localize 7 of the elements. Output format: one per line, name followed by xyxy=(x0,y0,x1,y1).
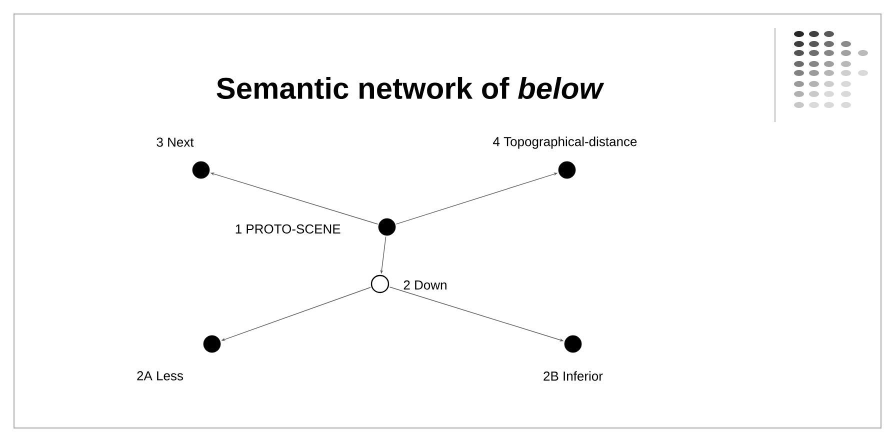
node-label: 1 PROTO-SCENE xyxy=(236,224,340,234)
title: Semantic network of below xyxy=(216,76,604,100)
node-label: 4 Topographical-distance xyxy=(493,136,637,149)
node-label: 2 Down xyxy=(404,280,446,290)
node-label: 3 Next xyxy=(156,138,194,147)
node-label: 2B Inferior xyxy=(544,371,603,381)
node-label: 2A Less xyxy=(137,371,184,380)
